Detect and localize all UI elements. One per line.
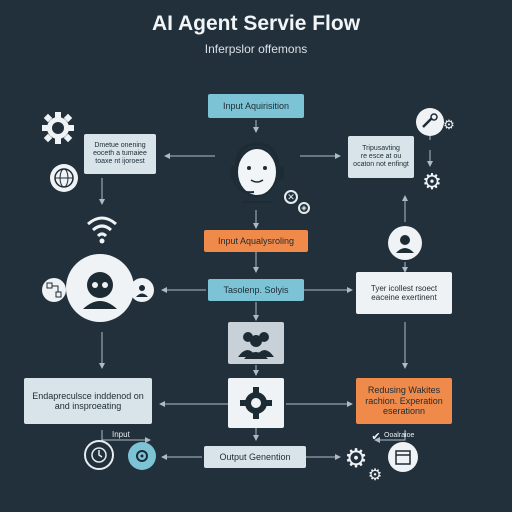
reducing-box: Redusing Wakites rachion. Experation ese…	[356, 378, 452, 424]
user-avatar-icon	[388, 226, 422, 260]
page-subtitle: Inferpslor offemons	[204, 42, 308, 56]
right-note-box: Tripusavting re esce at ou ocaton not en…	[348, 136, 414, 178]
person-icon	[130, 278, 154, 302]
left-output-box: Endapreculsce inddenod on and insproeati…	[24, 378, 152, 424]
timer-icon	[84, 440, 114, 470]
goal-label: Ooalraioe	[384, 432, 415, 439]
wifi-icon	[84, 210, 120, 246]
output-generation-box: Output Genention	[204, 446, 306, 468]
lock-icon: ◈	[298, 202, 310, 214]
left-note-box: Dmetue onening eoceth a tumaiee toaxe nt…	[84, 134, 156, 174]
network-icon	[42, 278, 66, 302]
input-acquisition-box: Input Aquirisition	[208, 94, 304, 118]
close-icon: ✕	[284, 190, 298, 204]
input-analysis-box: Input Aqualysroling	[204, 230, 308, 252]
settings-gear-icon: ⚙	[422, 169, 442, 194]
process-icon	[128, 442, 156, 470]
team-icon	[228, 322, 284, 364]
small-gear-cluster-icon: ⚙	[367, 467, 383, 484]
tools-icon	[416, 108, 444, 136]
tasolenp-box: Tasolenp. Solyis	[208, 279, 304, 301]
calendar-icon	[388, 442, 418, 472]
small-gear-icon: ⚙	[443, 117, 455, 132]
central-gear-icon	[228, 378, 284, 428]
headset-agent-icon	[214, 134, 300, 210]
gear-cluster-icon: ⚙	[344, 442, 368, 473]
globe-icon	[50, 164, 78, 192]
check-icon: ✔	[371, 430, 381, 443]
input-label: Input	[112, 430, 130, 439]
page-title: AI Agent Servie Flow	[151, 12, 361, 35]
gear-icon	[40, 110, 76, 146]
tyer-note-box: Tyer icollest rsoect eaceine exertinent	[356, 272, 452, 314]
support-agent-icon	[66, 254, 134, 322]
